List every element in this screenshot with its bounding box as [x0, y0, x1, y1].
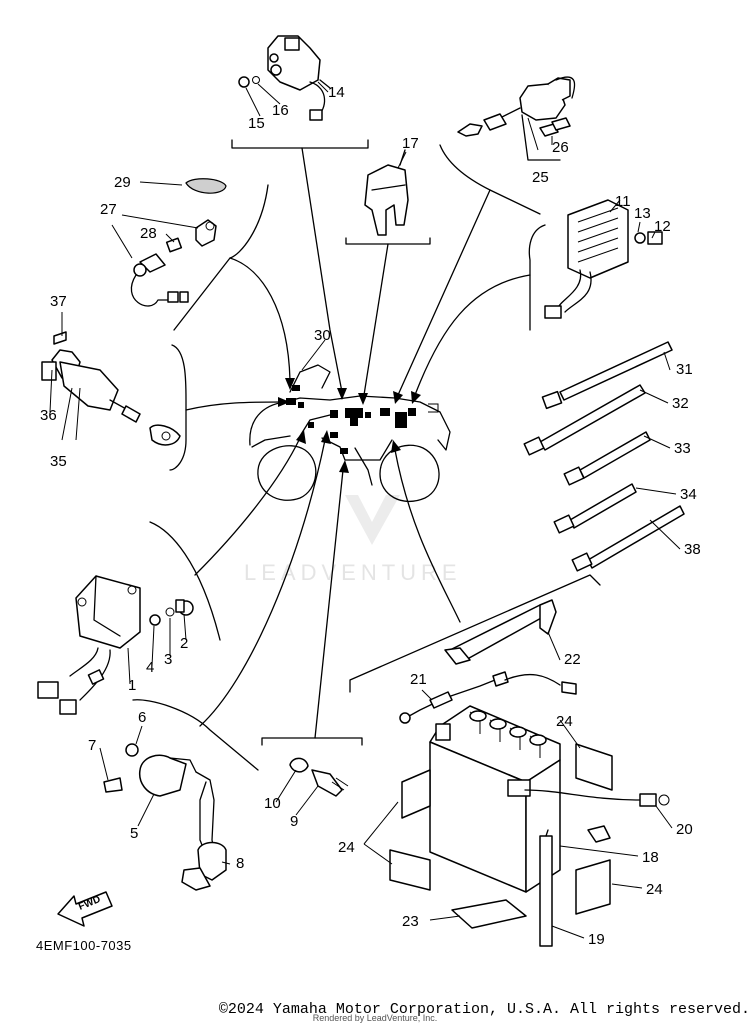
callout-3: 3 — [164, 651, 172, 668]
part-25-fuse-holder — [457, 76, 576, 161]
callout-33: 33 — [674, 440, 691, 457]
fwd-arrow-icon: FWD — [57, 891, 113, 927]
callout-15: 15 — [248, 115, 265, 132]
callout-13: 13 — [634, 205, 651, 222]
callout-31: 31 — [676, 361, 693, 378]
callout-19: 19 — [588, 931, 605, 948]
watermark: LEADVENTURE — [244, 495, 462, 585]
callout-29: 29 — [114, 174, 131, 191]
callout-7: 7 — [88, 737, 96, 754]
part-27-sensor — [130, 178, 227, 307]
callout-38: 38 — [684, 541, 701, 558]
part-18-battery — [429, 705, 670, 947]
callout-26: 26 — [552, 139, 569, 156]
callout-20: 20 — [676, 821, 693, 838]
callout-10: 10 — [264, 795, 281, 812]
callout-24: 24 — [556, 713, 573, 730]
callout-labels: 29 27 28 14 15 16 17 26 25 11 13 12 37 3… — [36, 84, 701, 953]
callout-5: 5 — [130, 825, 138, 842]
part-24-pads — [389, 743, 613, 929]
callout-25: 25 — [532, 169, 549, 186]
callout-leaders — [49, 81, 681, 939]
callout-12: 12 — [654, 218, 671, 235]
part-11-regulator — [544, 199, 663, 319]
part-35-switch — [41, 331, 181, 446]
callout-17: 17 — [402, 135, 419, 152]
callout-6: 6 — [138, 709, 146, 726]
watermark-text: LEADVENTURE — [244, 560, 462, 585]
part-17-cover — [364, 149, 409, 236]
part-21-cable — [399, 671, 577, 724]
rendered-by-credit: Rendered by LeadVenture, Inc. — [312, 1013, 438, 1023]
callout-34: 34 — [680, 486, 697, 503]
callout-16: 16 — [272, 102, 289, 119]
callout-28: 28 — [140, 225, 157, 242]
callout-4: 4 — [146, 659, 154, 676]
callout-37: 37 — [50, 293, 67, 310]
callout-24b: 24 — [338, 839, 355, 856]
vehicle-outline — [249, 364, 451, 503]
copyright-notice: ©2024 Yamaha Motor Corporation, U.S.A. A… — [218, 1001, 750, 1018]
cable-bands — [523, 341, 685, 572]
callout-21: 21 — [410, 671, 427, 688]
diagram-code: 4EMF100-7035 — [36, 938, 132, 953]
callout-18: 18 — [642, 849, 659, 866]
callout-14: 14 — [328, 84, 345, 101]
part-1-cdi-unit — [37, 575, 194, 715]
part-22-battery-strap — [444, 599, 557, 665]
leader-lines — [132, 139, 601, 771]
callout-35: 35 — [50, 453, 67, 470]
callout-1: 1 — [128, 677, 136, 694]
callout-36: 36 — [40, 407, 57, 424]
part-5-ignition-coil — [103, 743, 227, 891]
callout-27: 27 — [100, 201, 117, 218]
callout-24c: 24 — [646, 881, 663, 898]
callout-30: 30 — [314, 327, 331, 344]
callout-22: 22 — [564, 651, 581, 668]
callout-11: 11 — [615, 193, 631, 210]
callout-23: 23 — [402, 913, 419, 930]
part-9-switch — [289, 757, 349, 797]
callout-32: 32 — [672, 395, 689, 412]
callout-8: 8 — [236, 855, 244, 872]
part-14-relay — [238, 35, 331, 121]
callout-9: 9 — [290, 813, 298, 830]
callout-2: 2 — [180, 635, 188, 652]
